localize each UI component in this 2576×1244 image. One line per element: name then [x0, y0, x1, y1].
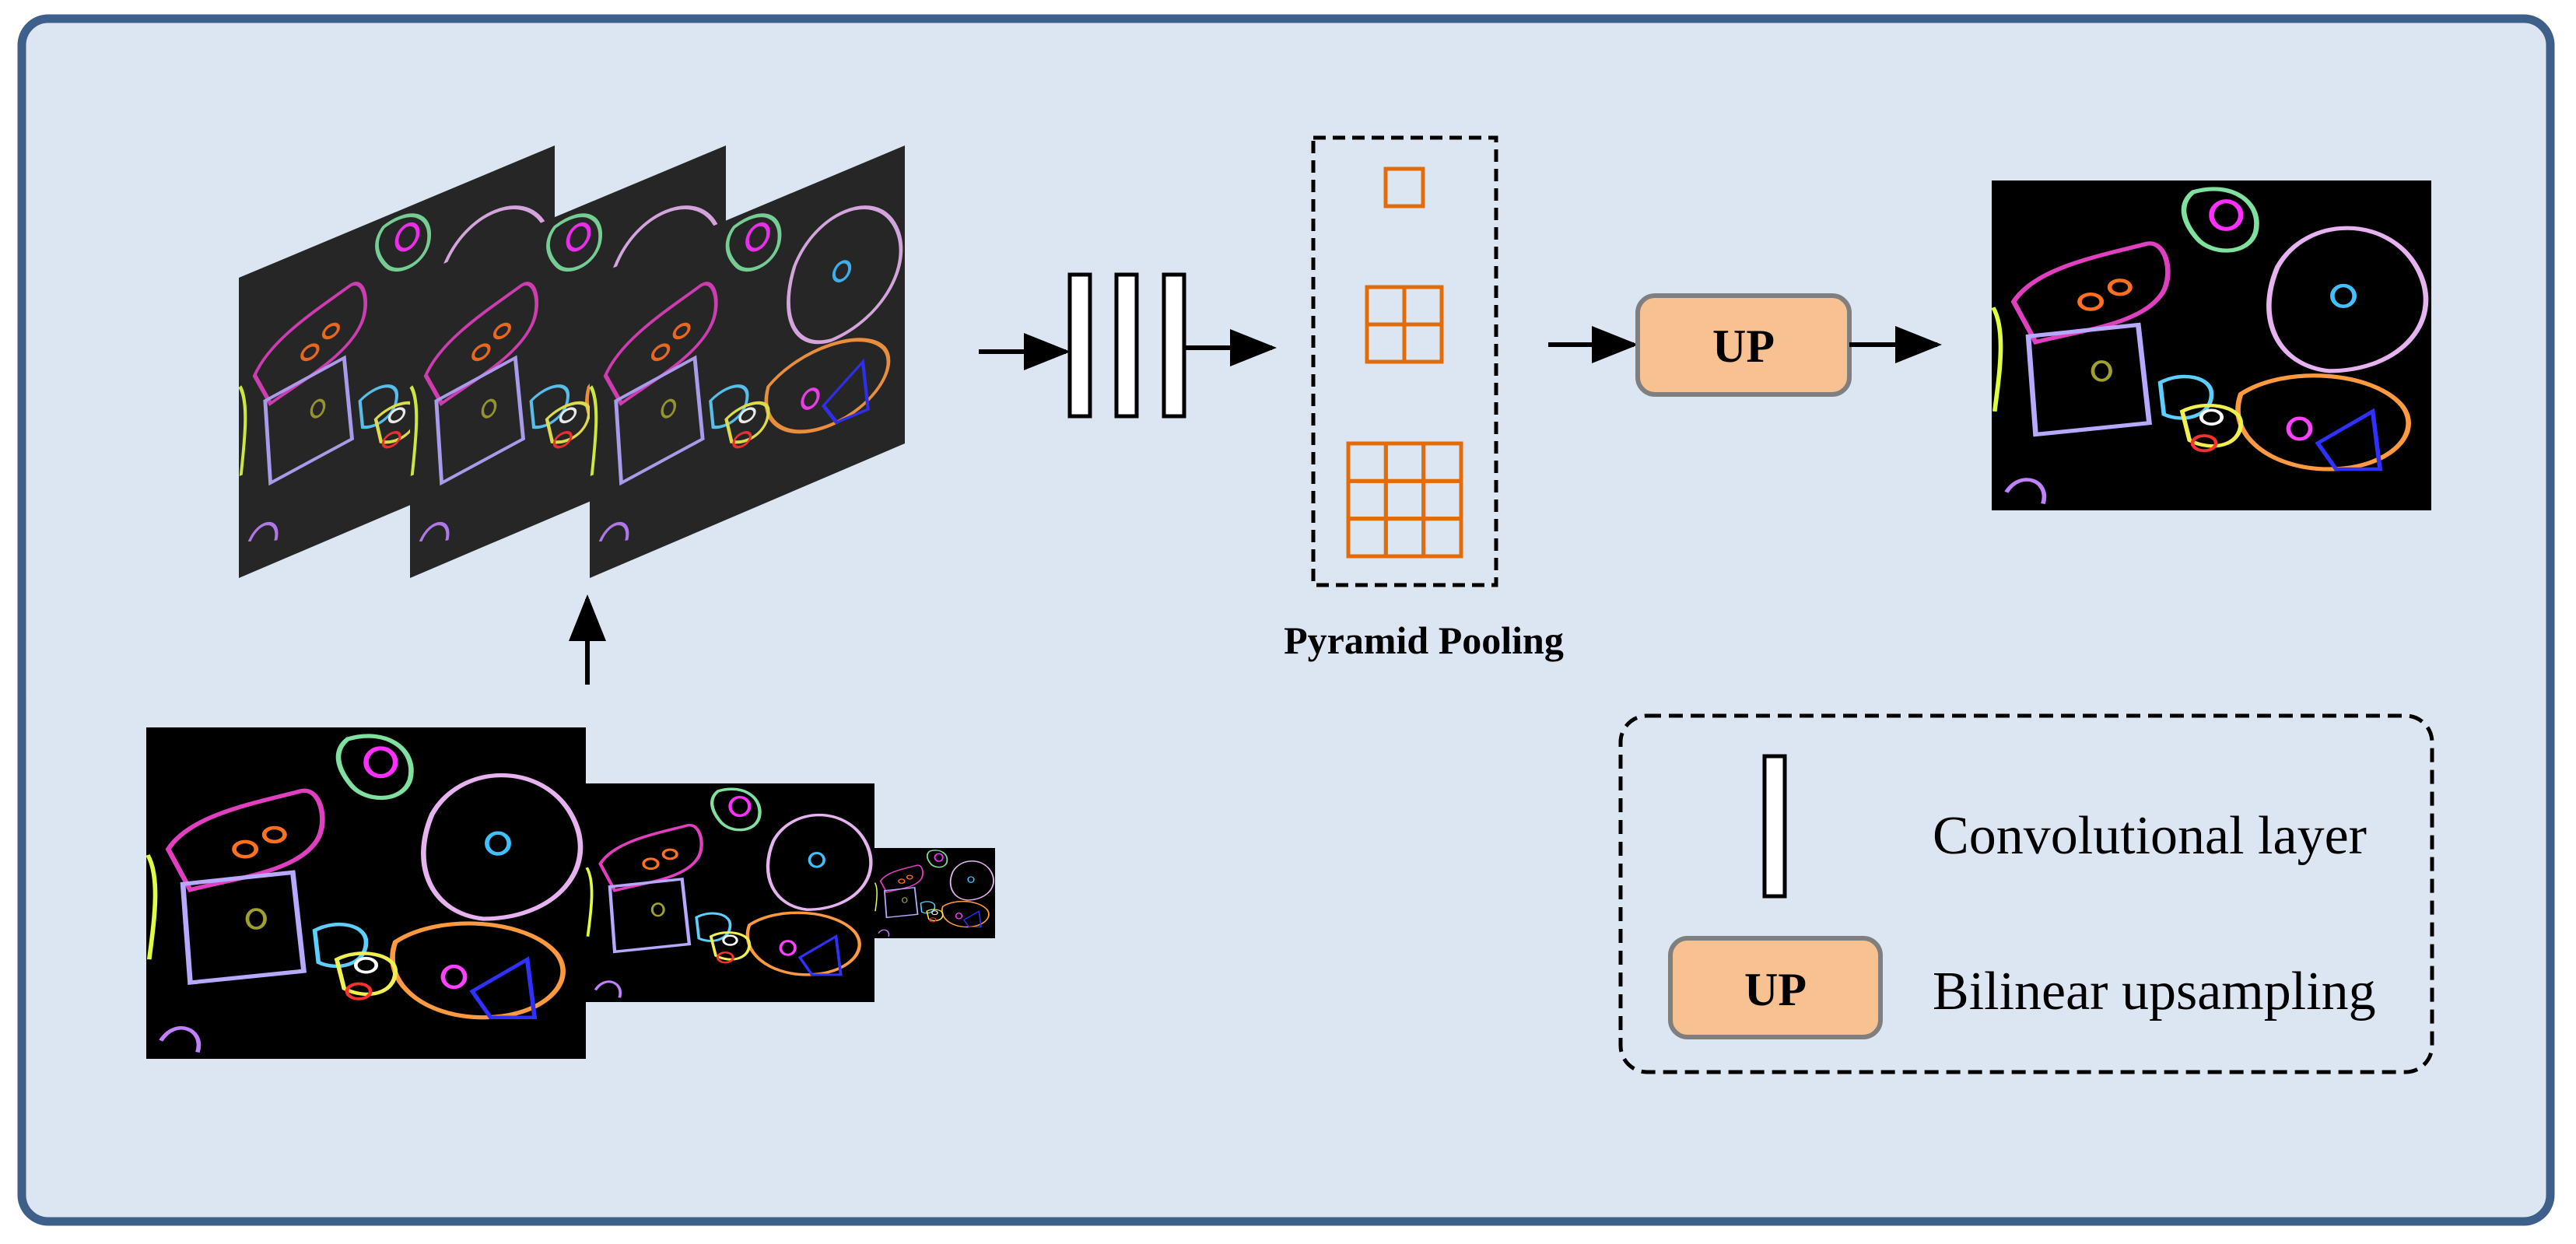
feature-map-stack: [239, 145, 905, 578]
input-image-large: [146, 727, 586, 1059]
legend-up-icon-text: UP: [1744, 964, 1807, 1015]
input-image-small: [874, 848, 995, 938]
upsample-block: UP: [1635, 293, 1852, 397]
output-segmentation-image: [1992, 180, 2431, 510]
pool-cell: [1402, 322, 1444, 364]
pool-cell: [1421, 517, 1463, 559]
legend-up-label: Bilinear upsampling: [1933, 962, 2376, 1021]
upsample-label: UP: [1712, 321, 1775, 372]
legend-dashed-box: [1618, 713, 2434, 1074]
legend: Convolutional layer UP Bilinear upsampli…: [1618, 713, 2434, 1074]
pool-cell: [1383, 166, 1425, 209]
pooling-dashed-box: [1311, 135, 1498, 587]
legend-conv-icon: [1762, 754, 1787, 899]
pool-grid-1x1: [1383, 166, 1425, 209]
conv-layer-2: [1114, 272, 1139, 419]
feature-map-3: [590, 145, 905, 578]
pyramid-pooling-module: [1311, 135, 1498, 587]
pool-grid-2x2: [1365, 285, 1444, 364]
legend-conv-label: Convolutional layer: [1933, 806, 2367, 866]
conv-layer-1: [1067, 272, 1092, 419]
input-image-medium: [586, 783, 874, 1002]
pyramid-pooling-label: Pyramid Pooling: [1284, 618, 1564, 662]
conv-layer-3: [1162, 272, 1186, 419]
pool-grid-3x3: [1346, 441, 1463, 559]
conv-layer-stack: [1067, 272, 1186, 419]
legend-up-icon: [1668, 936, 1883, 1039]
input-image-pyramid: [146, 727, 995, 1059]
